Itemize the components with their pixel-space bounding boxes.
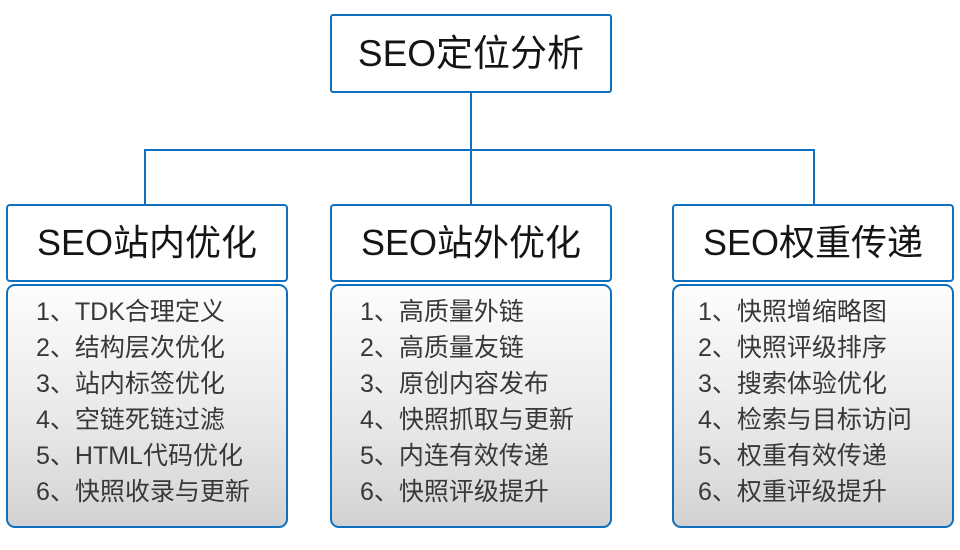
list-item: 6、权重评级提升	[698, 478, 887, 506]
branch-column-3: SEO权重传递 1、快照增缩略图 2、快照评级排序 3、搜索体验优化 4、检索与…	[672, 204, 954, 528]
list-item: 6、快照收录与更新	[36, 478, 250, 506]
branch-item-list-2: 1、高质量外链 2、高质量友链 3、原创内容发布 4、快照抓取与更新 5、内连有…	[330, 284, 612, 528]
list-item: 5、HTML代码优化	[36, 442, 243, 470]
list-item: 1、高质量外链	[360, 298, 524, 326]
list-item: 2、快照评级排序	[698, 334, 887, 362]
branch-header-1[interactable]: SEO站内优化	[6, 204, 288, 282]
list-item: 2、高质量友链	[360, 334, 524, 362]
branch-header-title-2: SEO站外优化	[360, 222, 582, 263]
list-item: 3、原创内容发布	[360, 370, 549, 398]
list-item: 4、快照抓取与更新	[360, 406, 574, 434]
branch-header-title-3: SEO权重传递	[702, 222, 924, 263]
list-item: 4、检索与目标访问	[698, 406, 912, 434]
list-item: 1、快照增缩略图	[698, 298, 887, 326]
branch-item-list-1: 1、TDK合理定义 2、结构层次优化 3、站内标签优化 4、空链死链过滤 5、H…	[6, 284, 288, 528]
root-node[interactable]: SEO定位分析	[330, 14, 612, 93]
list-item: 3、搜索体验优化	[698, 370, 887, 398]
branch-header-title-1: SEO站内优化	[36, 222, 258, 263]
branch-header-2[interactable]: SEO站外优化	[330, 204, 612, 282]
branch-column-1: SEO站内优化 1、TDK合理定义 2、结构层次优化 3、站内标签优化 4、空链…	[6, 204, 288, 528]
branch-header-3[interactable]: SEO权重传递	[672, 204, 954, 282]
root-node-title: SEO定位分析	[357, 33, 585, 74]
list-item: 5、内连有效传递	[360, 442, 549, 470]
list-item: 2、结构层次优化	[36, 334, 225, 362]
list-item: 4、空链死链过滤	[36, 406, 225, 434]
list-item: 6、快照评级提升	[360, 478, 549, 506]
list-item: 1、TDK合理定义	[36, 298, 225, 326]
branch-column-2: SEO站外优化 1、高质量外链 2、高质量友链 3、原创内容发布 4、快照抓取与…	[330, 204, 612, 528]
branch-item-list-3: 1、快照增缩略图 2、快照评级排序 3、搜索体验优化 4、检索与目标访问 5、权…	[672, 284, 954, 528]
list-item: 3、站内标签优化	[36, 370, 225, 398]
list-item: 5、权重有效传递	[698, 442, 887, 470]
